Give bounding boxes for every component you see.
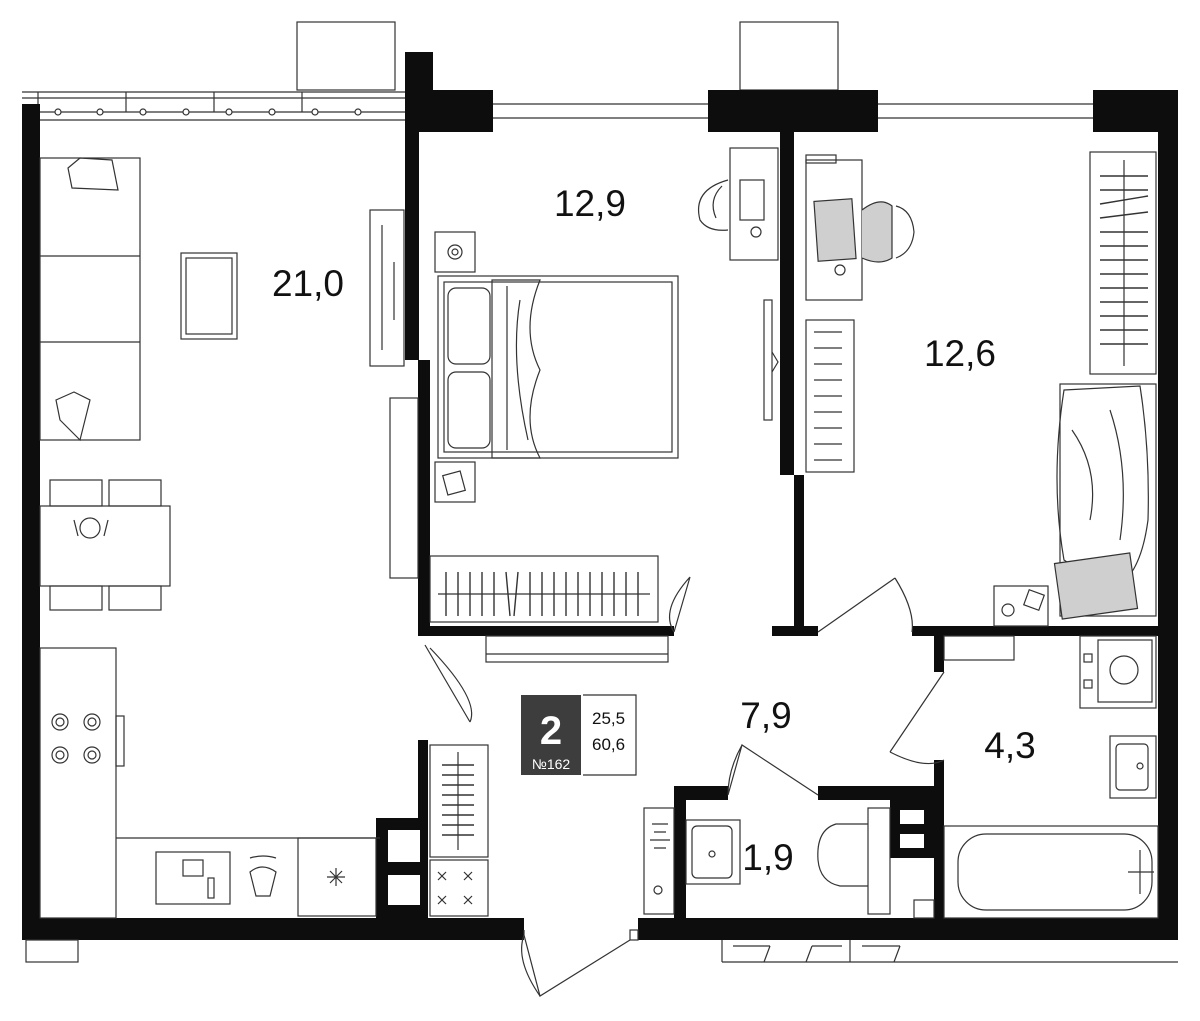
- bedroom1-furniture: [429, 147, 779, 623]
- badge-total-area: 60,6: [592, 735, 625, 754]
- balcony-railing: [22, 21, 839, 121]
- room-area-bedroom-1: 12,9: [554, 183, 626, 224]
- bottom-railing: [25, 939, 1178, 963]
- badge-background: [521, 695, 581, 775]
- wc-furniture: [643, 807, 935, 919]
- bathroom-furniture: [943, 635, 1159, 919]
- badge-living-area: 25,5: [592, 709, 625, 728]
- walls: [22, 52, 1178, 940]
- living-furniture: [39, 157, 419, 919]
- room-area-wc: 1,9: [742, 837, 793, 878]
- room-area-bedroom-2: 12,6: [924, 333, 996, 374]
- room-area-bathroom: 4,3: [984, 725, 1035, 766]
- room-area-living: 21,0: [272, 263, 344, 304]
- bedroom2-furniture: [805, 151, 1157, 627]
- apartment-badge: 2 №162 25,5 60,6: [521, 694, 637, 776]
- hall-furniture: [429, 635, 1015, 917]
- doors: [424, 576, 945, 997]
- badge-apartment-number: №162: [532, 756, 571, 772]
- room-area-hall: 7,9: [740, 695, 791, 736]
- badge-rooms: 2: [540, 709, 562, 753]
